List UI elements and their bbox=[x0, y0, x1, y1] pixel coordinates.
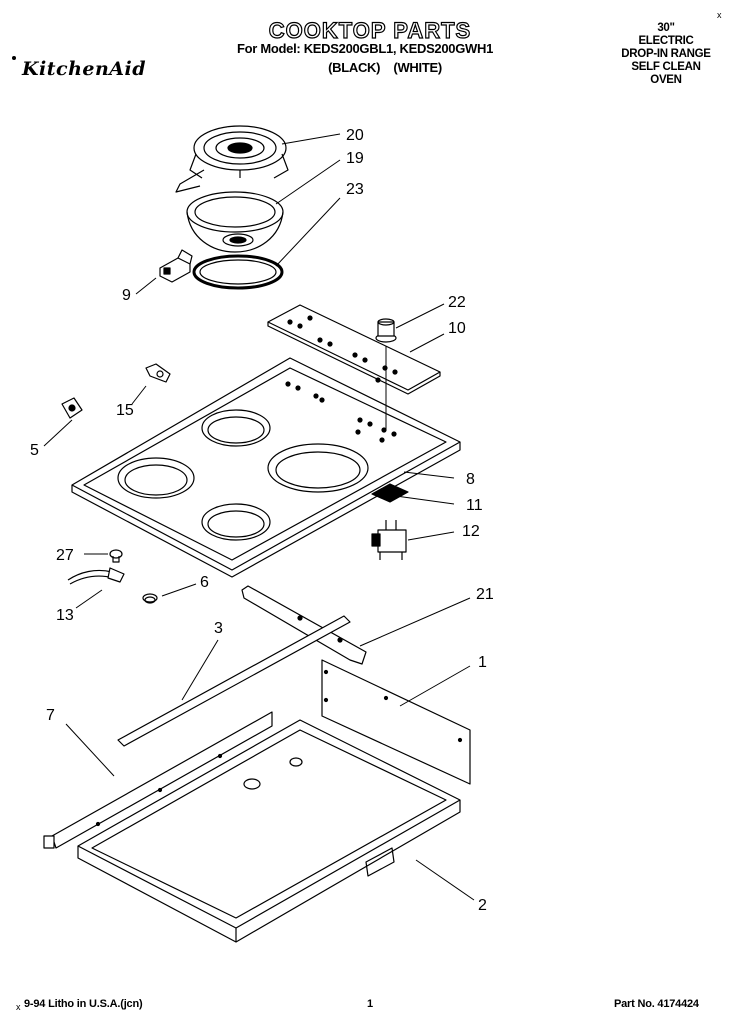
leader-lines bbox=[43, 133, 475, 901]
spec-line-3: DROP-IN RANGE bbox=[621, 48, 711, 60]
grommet-part-6 bbox=[142, 593, 158, 604]
spec-line-4: SELF CLEAN bbox=[631, 61, 701, 73]
cooktop-part-8 bbox=[71, 357, 461, 578]
strip-part-3 bbox=[117, 615, 351, 747]
callout-13: 13 bbox=[56, 607, 74, 624]
part-number: Part No. 4174424 bbox=[614, 998, 699, 1010]
callout-20: 20 bbox=[346, 127, 364, 144]
box-part-2 bbox=[77, 719, 461, 943]
surface-element-part-20 bbox=[175, 125, 289, 193]
callout-11: 11 bbox=[466, 497, 483, 514]
trim-ring-part-23 bbox=[192, 254, 284, 290]
switch-part-12 bbox=[371, 520, 407, 560]
corner-mark: x bbox=[717, 10, 722, 20]
callout-10: 10 bbox=[448, 320, 466, 337]
side-rail-part-7 bbox=[43, 711, 273, 849]
callout-19: 19 bbox=[346, 150, 364, 167]
callout-27: 27 bbox=[56, 547, 74, 564]
callout-6: 6 bbox=[200, 574, 209, 591]
spec-line-5: OVEN bbox=[650, 74, 682, 86]
page-number: 1 bbox=[367, 998, 373, 1010]
back-panel-part-1 bbox=[321, 659, 471, 785]
receptacle-part-9 bbox=[159, 249, 193, 283]
callout-1: 1 bbox=[478, 654, 487, 671]
callout-2: 2 bbox=[478, 897, 487, 914]
brand-logo: KitchenAid bbox=[22, 58, 147, 80]
bracket-part-11 bbox=[371, 483, 409, 503]
callout-15: 15 bbox=[116, 402, 134, 419]
callout-5: 5 bbox=[30, 442, 39, 459]
callout-7: 7 bbox=[46, 707, 55, 724]
page-title: COOKTOP PARTS bbox=[268, 17, 472, 43]
spec-line-1: 30" bbox=[657, 22, 675, 34]
color-line: (BLACK) (WHITE) bbox=[328, 60, 442, 75]
model-line: For Model: KEDS200GBL1, KEDS200GWH1 bbox=[236, 41, 494, 56]
callout-8: 8 bbox=[466, 471, 475, 488]
drip-pan-part-19 bbox=[186, 191, 284, 253]
callout-22: 22 bbox=[448, 294, 466, 311]
callout-23: 23 bbox=[346, 181, 364, 198]
litho-mark: x bbox=[16, 1002, 21, 1012]
knob-part-22 bbox=[375, 318, 397, 343]
callout-9: 9 bbox=[122, 287, 131, 304]
screw-part-27 bbox=[109, 549, 123, 563]
control-plate-part-10 bbox=[267, 304, 441, 395]
logo-dot bbox=[12, 56, 16, 60]
callout-12: 12 bbox=[462, 523, 480, 540]
spec-block: 30" ELECTRIC DROP-IN RANGE SELF CLEAN OV… bbox=[596, 22, 736, 87]
clip-part-15 bbox=[145, 363, 171, 383]
spec-line-2: ELECTRIC bbox=[638, 35, 694, 47]
litho-line: 9-94 Litho in U.S.A.(jcn) bbox=[24, 998, 143, 1010]
wire-harness-part-13 bbox=[67, 567, 125, 585]
bracket-part-21 bbox=[241, 585, 367, 665]
bracket-part-5 bbox=[61, 397, 83, 419]
callout-3: 3 bbox=[214, 620, 223, 637]
callout-labels: 20 19 23 9 22 10 15 5 8 11 12 27 6 13 21… bbox=[30, 127, 494, 914]
callout-21: 21 bbox=[476, 586, 494, 603]
